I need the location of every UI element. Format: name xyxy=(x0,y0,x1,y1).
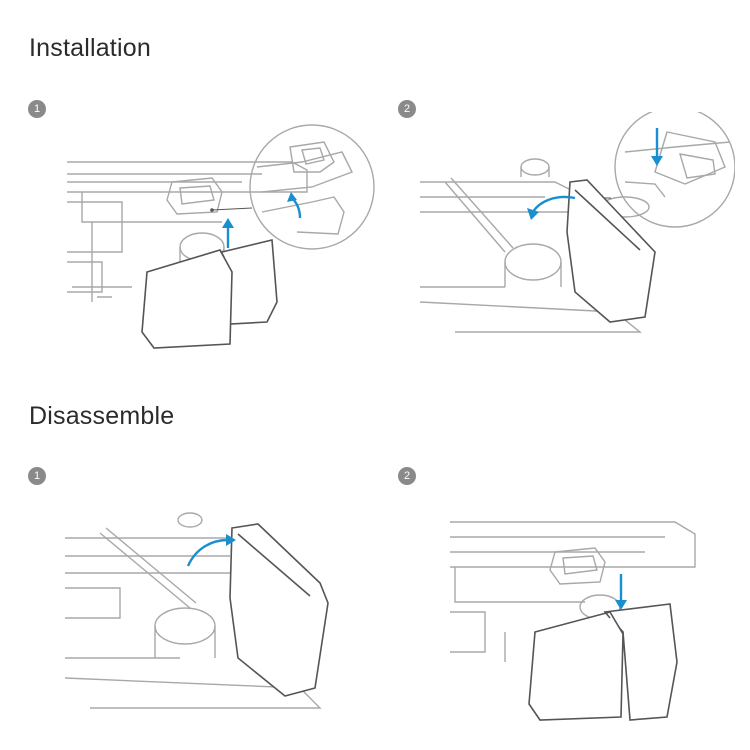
drone-hood-disassemble-2 xyxy=(450,521,696,721)
install-step-1-badge: 1 xyxy=(28,100,46,118)
install-step-2-illustration xyxy=(415,112,735,352)
install-step-2-badge: 2 xyxy=(398,100,416,118)
drone-hood-install-1 xyxy=(67,124,375,349)
install-step-1-illustration xyxy=(62,112,382,352)
disassemble-step-2-illustration xyxy=(445,512,705,727)
disassemble-heading: Disassemble xyxy=(29,402,175,430)
disassemble-step-1-illustration xyxy=(60,508,350,728)
disassemble-step-1-badge: 1 xyxy=(28,467,46,485)
installation-heading: Installation xyxy=(29,34,151,62)
disassemble-step-2-badge: 2 xyxy=(398,467,416,485)
drone-hood-install-2 xyxy=(419,112,735,333)
drone-hood-disassemble-1 xyxy=(64,512,329,709)
